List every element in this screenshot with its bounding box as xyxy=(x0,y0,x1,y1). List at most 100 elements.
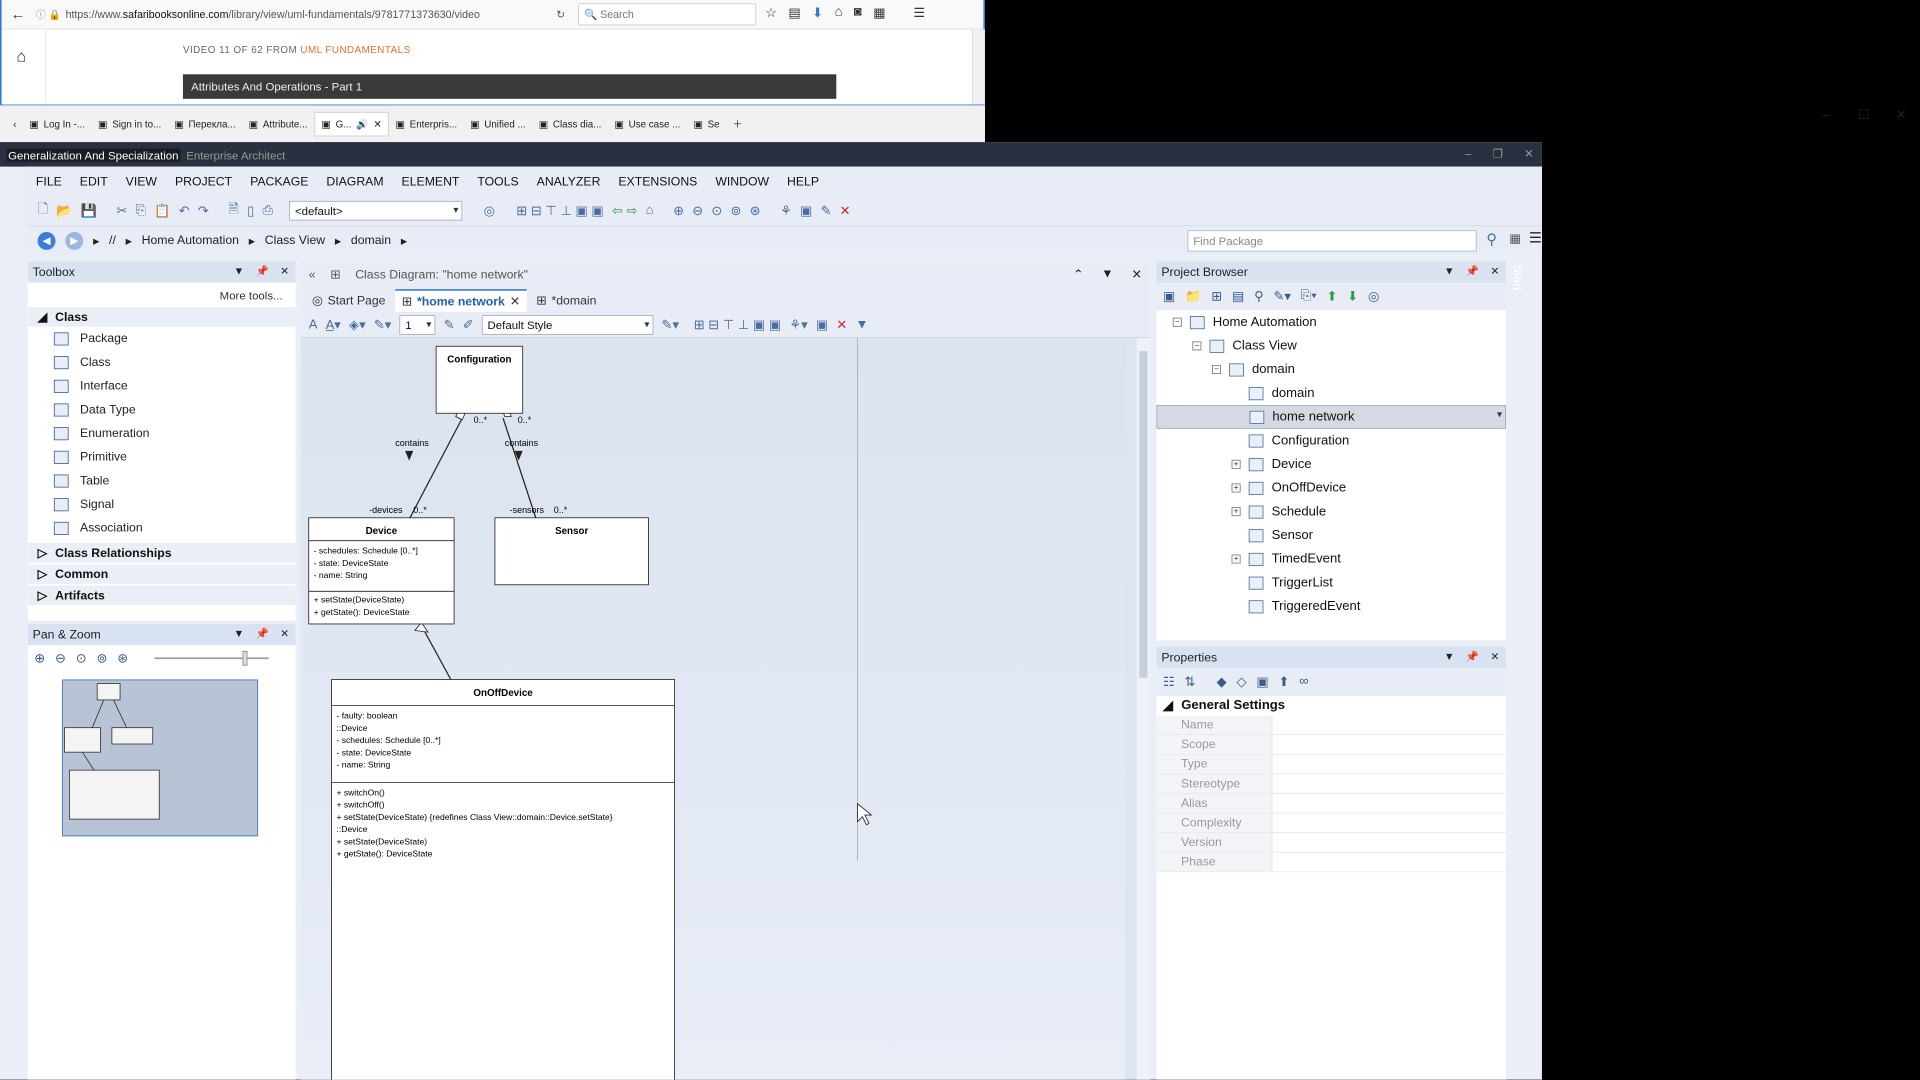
edit-icon[interactable]: ✎▾ xyxy=(1273,289,1291,304)
expand-toggle-icon[interactable]: − xyxy=(1211,365,1221,375)
browser-tab[interactable]: ▣G...🔊✕ xyxy=(314,111,389,136)
browser-tab[interactable]: ▣Se xyxy=(687,111,726,136)
maximize-icon[interactable]: ☐ xyxy=(1857,108,1870,123)
toolbox-item[interactable]: Interface xyxy=(28,374,296,398)
menu-item[interactable]: HELP xyxy=(787,174,820,189)
property-row[interactable]: Name xyxy=(1156,715,1506,736)
menu-item[interactable]: PROJECT xyxy=(174,174,233,189)
breadcrumb-item[interactable]: domain xyxy=(350,233,392,248)
expand-toggle-icon[interactable]: + xyxy=(1231,554,1241,564)
expand-toggle-icon[interactable]: + xyxy=(1231,507,1241,517)
menu-icon[interactable]: ☰ xyxy=(913,6,926,21)
toolbox-item[interactable]: Class xyxy=(28,350,296,374)
property-row[interactable]: Stereotype xyxy=(1156,774,1506,794)
pocket-icon[interactable]: ◙ xyxy=(853,4,862,19)
menu-item[interactable]: EDIT xyxy=(79,174,108,189)
align-icon[interactable]: ⊞ ⊟ ⊤ ⊥ ▣ ▣ xyxy=(516,204,604,219)
pin-icon[interactable]: 📌 xyxy=(1465,650,1480,663)
back-icon[interactable]: ← xyxy=(10,5,26,23)
move-up-icon[interactable]: ⬆ xyxy=(1326,289,1338,304)
close-icon[interactable]: ✕ xyxy=(1895,108,1907,123)
filter-icon[interactable]: ▼ xyxy=(855,317,869,332)
layout-icon[interactable]: ⚘ xyxy=(780,204,792,219)
brush-icon[interactable]: ✎ xyxy=(820,204,832,219)
zoom-fit-icon[interactable]: ⊙ xyxy=(711,204,723,219)
reload-icon[interactable]: ↻ xyxy=(556,7,566,21)
toolbox-item[interactable]: Signal xyxy=(28,492,296,516)
help-icon[interactable]: ◎ xyxy=(1368,289,1380,304)
menu-item[interactable]: TOOLS xyxy=(477,174,519,189)
browser-tab[interactable]: ▣Log In -... xyxy=(23,111,92,136)
restore-icon[interactable]: ❐ xyxy=(1492,147,1503,161)
save-icon[interactable]: 💾 xyxy=(80,204,97,219)
tree-node[interactable]: home network xyxy=(1156,405,1506,429)
expand-toggle-icon[interactable]: + xyxy=(1231,459,1241,469)
sort-icon[interactable]: ⇅ xyxy=(1184,675,1196,690)
toolbox-group-class[interactable]: ◢Class xyxy=(27,307,296,327)
toolbox-group[interactable]: ▷Common xyxy=(27,564,296,584)
class-sensor[interactable] xyxy=(494,517,649,586)
browser-tab[interactable]: ▣Sign in to... xyxy=(92,111,168,136)
video-title[interactable]: Attributes And Operations - Part 1 xyxy=(182,74,837,99)
dropdown-icon[interactable]: ▼ xyxy=(1443,264,1455,277)
config-icon[interactable]: ▣ xyxy=(800,204,813,219)
search-field[interactable]: 🔍 Search xyxy=(578,3,757,26)
tree-node[interactable]: −domain xyxy=(1156,358,1506,382)
open-icon[interactable]: 📂 xyxy=(56,204,73,219)
start-side-tab[interactable]: Start xyxy=(1510,264,1525,291)
redo-icon[interactable]: ↷ xyxy=(197,204,209,219)
class-onoffdevice[interactable] xyxy=(331,679,676,1080)
eyedropper-icon[interactable]: ✐ xyxy=(462,318,474,332)
audio-icon[interactable]: 🔊 xyxy=(356,118,369,130)
font-color-icon[interactable]: A̲▾ xyxy=(325,318,341,332)
toolbox-group[interactable]: ▷Class Relationships xyxy=(27,543,296,563)
line-width-select[interactable]: 1 xyxy=(399,314,436,335)
close-icon[interactable]: ✕ xyxy=(280,264,290,277)
zoom-fit-icon[interactable]: ⊙ xyxy=(75,651,87,666)
undo-icon[interactable]: ↶ xyxy=(178,204,190,219)
chevron-up-icon[interactable]: ⌃ xyxy=(1073,267,1084,282)
zoom-page-icon[interactable]: ⊚ xyxy=(96,651,108,666)
help-icon[interactable]: ◎ xyxy=(483,204,496,219)
line-color-icon[interactable]: ✎▾ xyxy=(373,318,392,332)
dropdown-icon[interactable]: ▼ xyxy=(1443,650,1455,663)
toolbox-item[interactable]: Table xyxy=(28,469,296,493)
close-icon[interactable]: ✕ xyxy=(1490,264,1500,277)
pin-icon[interactable]: 📌 xyxy=(255,264,269,277)
dropdown-icon[interactable]: ▼ xyxy=(233,264,245,277)
categorized-icon[interactable]: ☷ xyxy=(1162,675,1175,690)
property-row[interactable]: Type xyxy=(1156,754,1506,775)
breadcrumb-item[interactable]: // xyxy=(109,233,116,248)
house-icon[interactable]: ⌂ xyxy=(645,203,654,218)
hamburger-icon[interactable]: ☰ xyxy=(1528,229,1543,246)
format-painter-icon[interactable]: ✎ xyxy=(443,318,455,332)
pin-icon[interactable]: 📌 xyxy=(255,627,269,640)
delete-icon[interactable]: ✕ xyxy=(836,318,848,332)
url-field[interactable]: ⓘ 🔒 https://www.safaribooksonline.com/li… xyxy=(35,7,566,21)
profile-icon[interactable]: ▣ xyxy=(1256,675,1269,690)
browser-tab[interactable]: ▣Class dia... xyxy=(532,111,608,136)
close-icon[interactable]: ✕ xyxy=(1490,650,1500,663)
print-preview-icon[interactable]: 🗎 xyxy=(228,202,239,217)
find-package-input[interactable]: Find Package xyxy=(1187,230,1477,252)
more-tools-button[interactable]: More tools... xyxy=(219,289,283,303)
zoom-100-icon[interactable]: ⊛ xyxy=(749,204,761,219)
breadcrumb-item[interactable]: Class View xyxy=(264,233,326,248)
toolbox-group[interactable]: ▷Artifacts xyxy=(27,585,296,606)
bookmark-icon[interactable]: ☆ xyxy=(765,6,777,21)
new-diagram-icon[interactable]: ⊞ xyxy=(1211,289,1223,304)
properties-section[interactable]: ◢General Settings xyxy=(1156,696,1506,716)
page-icon[interactable]: ▯ xyxy=(247,204,255,219)
property-row[interactable]: Scope xyxy=(1156,735,1506,755)
browser-tab[interactable]: ▣Enterpris... xyxy=(389,111,464,136)
menu-item[interactable]: EXTENSIONS xyxy=(618,174,698,189)
forward-icon[interactable]: ▶ xyxy=(65,231,84,250)
expand-toggle-icon[interactable]: + xyxy=(1231,483,1241,493)
style-select[interactable]: Default Style xyxy=(481,314,654,335)
close-icon[interactable]: ✕ xyxy=(1524,147,1534,161)
new-icon[interactable]: 🗋 xyxy=(37,202,49,217)
menu-item[interactable]: WINDOW xyxy=(715,174,770,189)
menu-item[interactable]: FILE xyxy=(35,174,62,189)
dropdown-icon[interactable]: ▼ xyxy=(1101,267,1114,281)
property-row[interactable]: Alias xyxy=(1156,793,1506,814)
